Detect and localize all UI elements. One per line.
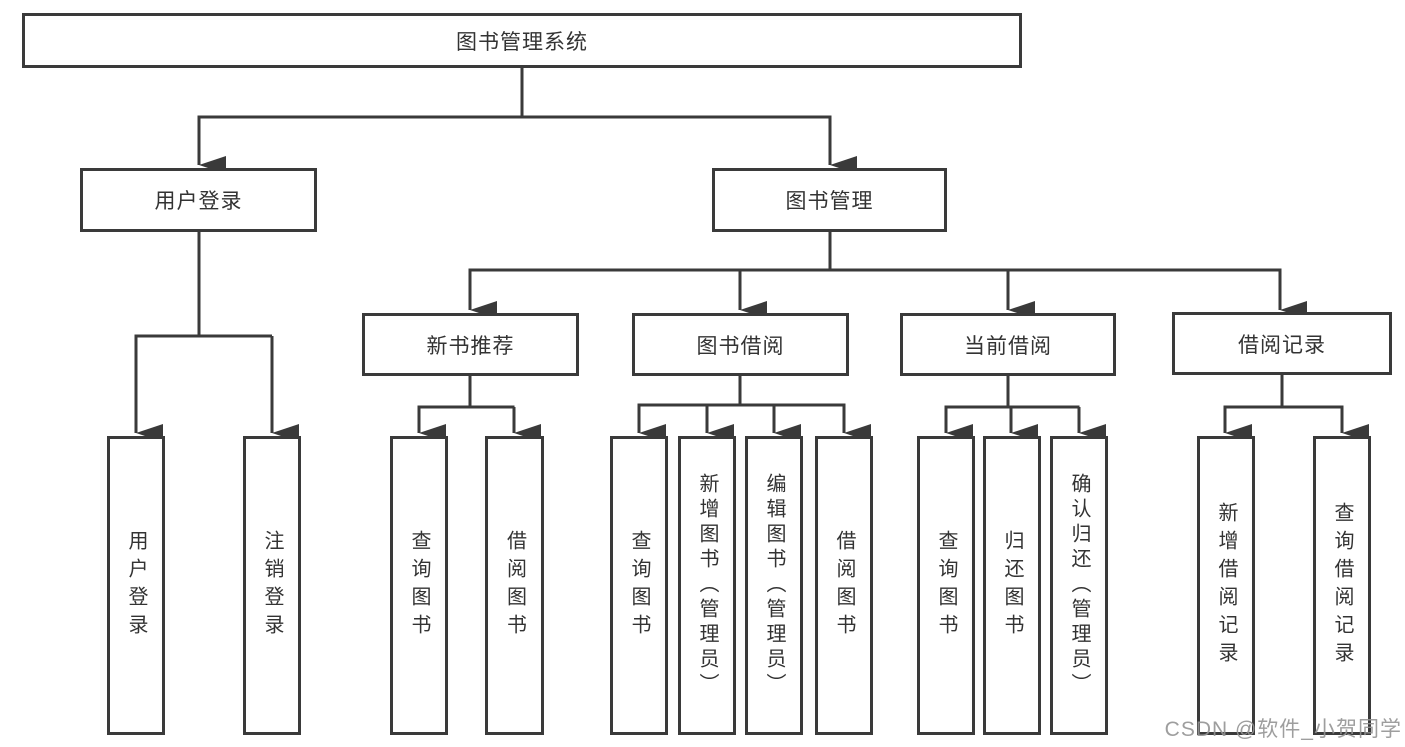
node-current-borrow: 当前借阅 bbox=[900, 313, 1116, 376]
leaf-nbr-borrow-books: 借阅图书 bbox=[485, 436, 544, 735]
leaf-cb-return-books: 归还图书 bbox=[983, 436, 1041, 735]
node-book-borrow: 图书借阅 bbox=[632, 313, 849, 376]
leaf-user-login: 用户登录 bbox=[107, 436, 165, 735]
edge-book-mgmt-splitter bbox=[468, 232, 1282, 272]
leaf-br-add-record-label: 新增借阅记录 bbox=[1215, 501, 1237, 670]
leaf-br-add-record: 新增借阅记录 bbox=[1197, 436, 1255, 735]
node-root-label: 图书管理系统 bbox=[456, 30, 588, 54]
leaf-bb-add-books-label: 新增图书（管理员） bbox=[696, 473, 718, 698]
leaf-bb-edit-books-label: 编辑图书（管理员） bbox=[763, 473, 785, 698]
leaf-bb-borrow-books: 借阅图书 bbox=[815, 436, 873, 735]
node-borrow-records: 借阅记录 bbox=[1172, 312, 1392, 375]
leaf-cb-confirm-return: 确认归还（管理员） bbox=[1050, 436, 1108, 735]
node-book-borrow-label: 图书借阅 bbox=[696, 334, 785, 358]
node-borrow-records-label: 借阅记录 bbox=[1238, 333, 1326, 357]
leaf-cb-return-books-label: 归还图书 bbox=[1001, 529, 1023, 642]
edge-borrow-records-splitter bbox=[1223, 375, 1344, 409]
leaf-nbr-borrow-books-label: 借阅图书 bbox=[503, 529, 526, 642]
leaf-bb-edit-books: 编辑图书（管理员） bbox=[745, 436, 803, 735]
leaf-cb-query-books: 查询图书 bbox=[917, 436, 975, 735]
leaf-cb-confirm-return-label: 确认归还（管理员） bbox=[1068, 473, 1090, 698]
node-user-login: 用户登录 bbox=[80, 168, 317, 232]
node-book-mgmt: 图书管理 bbox=[712, 168, 947, 232]
edge-new-book-rec-splitter bbox=[417, 376, 515, 409]
leaf-bb-add-books: 新增图书（管理员） bbox=[678, 436, 736, 735]
edge-root-splitter bbox=[197, 68, 830, 119]
watermark: CSDN @软件_小贺同学 bbox=[1164, 718, 1402, 741]
leaf-br-query-record-label: 查询借阅记录 bbox=[1331, 501, 1353, 670]
edge-current-borrow-splitter bbox=[944, 376, 1080, 409]
leaf-bb-borrow-books-label: 借阅图书 bbox=[833, 529, 855, 642]
node-current-borrow-label: 当前借阅 bbox=[964, 334, 1052, 358]
node-user-login-label: 用户登录 bbox=[154, 190, 243, 213]
node-new-book-rec-label: 新书推荐 bbox=[426, 334, 515, 358]
node-root: 图书管理系统 bbox=[22, 13, 1022, 68]
node-new-book-rec: 新书推荐 bbox=[362, 313, 579, 376]
node-book-mgmt-label: 图书管理 bbox=[785, 190, 874, 213]
edge-book-borrow-splitter bbox=[637, 376, 846, 407]
leaf-nbr-query-books: 查询图书 bbox=[390, 436, 448, 735]
leaf-br-query-record: 查询借阅记录 bbox=[1313, 436, 1371, 735]
leaf-user-login-label: 用户登录 bbox=[125, 529, 147, 642]
leaf-bb-query-books: 查询图书 bbox=[610, 436, 668, 735]
edge-user-login-splitter bbox=[134, 232, 272, 338]
leaf-cb-query-books-label: 查询图书 bbox=[935, 529, 957, 642]
leaf-bb-query-books-label: 查询图书 bbox=[628, 529, 650, 642]
leaf-nbr-query-books-label: 查询图书 bbox=[408, 529, 430, 642]
leaf-logout: 注销登录 bbox=[243, 436, 301, 735]
leaf-logout-label: 注销登录 bbox=[261, 529, 283, 642]
